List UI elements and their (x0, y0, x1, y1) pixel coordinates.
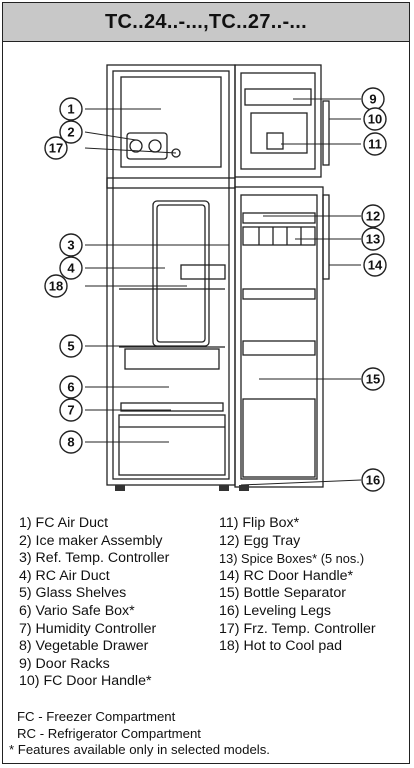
legend-item-18: 18) Hot to Cool pad (219, 638, 343, 655)
legend-item-8: 8) Vegetable Drawer (19, 638, 149, 655)
legend-item-4: 4) RC Air Duct (19, 567, 110, 584)
callout-14: 14 (368, 258, 383, 273)
callout-11: 11 (368, 137, 382, 152)
legend-item-1: 1) FC Air Duct (19, 515, 109, 531)
callout-9: 9 (369, 92, 376, 107)
legend-item-11: 11) Flip Box* (219, 515, 300, 531)
callout-5: 5 (67, 339, 74, 354)
note-rc: RC - Refrigerator Compartment (17, 725, 201, 741)
legend-item-9: 9) Door Racks (19, 655, 110, 672)
figure-frame: TC..24..-...,TC..27..-... (2, 2, 410, 764)
callout-17: 17 (49, 141, 63, 156)
legend-item-2: 2) Ice maker Assembly (19, 532, 163, 549)
legend-item-13: 13) Spice Boxes* (5 nos.) (219, 551, 365, 567)
callout-18: 18 (49, 279, 63, 294)
callout-7: 7 (67, 403, 74, 418)
callout-2: 2 (67, 125, 74, 140)
legend-item-3: 3) Ref. Temp. Controller (19, 550, 170, 567)
note-features: * Features available only in selected mo… (9, 742, 270, 757)
legend-item-14: 14) RC Door Handle* (219, 567, 354, 584)
legend-item-12: 12) Egg Tray (219, 532, 301, 549)
legend-item-7: 7) Humidity Controller (19, 620, 157, 637)
legend-item-6: 6) Vario Safe Box* (19, 602, 135, 619)
note-fc: FC - Freezer Compartment (17, 709, 176, 724)
callout-4: 4 (67, 261, 75, 276)
legend-item-17: 17) Frz. Temp. Controller (219, 620, 376, 637)
callout-15: 15 (366, 372, 380, 387)
callout-16: 16 (366, 473, 380, 488)
callout-8: 8 (67, 435, 74, 450)
legend-item-5: 5) Glass Shelves (19, 585, 127, 602)
callout-6: 6 (67, 380, 74, 395)
model-title: TC..24..-...,TC..27..-... (3, 3, 409, 42)
callout-12: 12 (366, 209, 380, 224)
callout-1: 1 (67, 102, 74, 117)
legend-item-15: 15) Bottle Separator (219, 585, 346, 602)
legend-column-left: 1) FC Air Duct 2) Ice maker Assembly 3) … (19, 515, 169, 691)
legend-item-10: 10) FC Door Handle* (19, 673, 152, 690)
callout-13: 13 (366, 232, 380, 247)
callout-3: 3 (67, 238, 74, 253)
callout-10: 10 (368, 112, 382, 127)
legend-column-right: 11) Flip Box* 12) Egg Tray 13) Spice Box… (219, 515, 376, 656)
footnotes: FC - Freezer Compartment RC - Refrigerat… (9, 709, 270, 759)
legend-item-16: 16) Leveling Legs (219, 602, 332, 619)
refrigerator-diagram: 1 2 17 3 4 18 5 6 7 8 9 10 11 12 13 14 1… (44, 64, 387, 492)
